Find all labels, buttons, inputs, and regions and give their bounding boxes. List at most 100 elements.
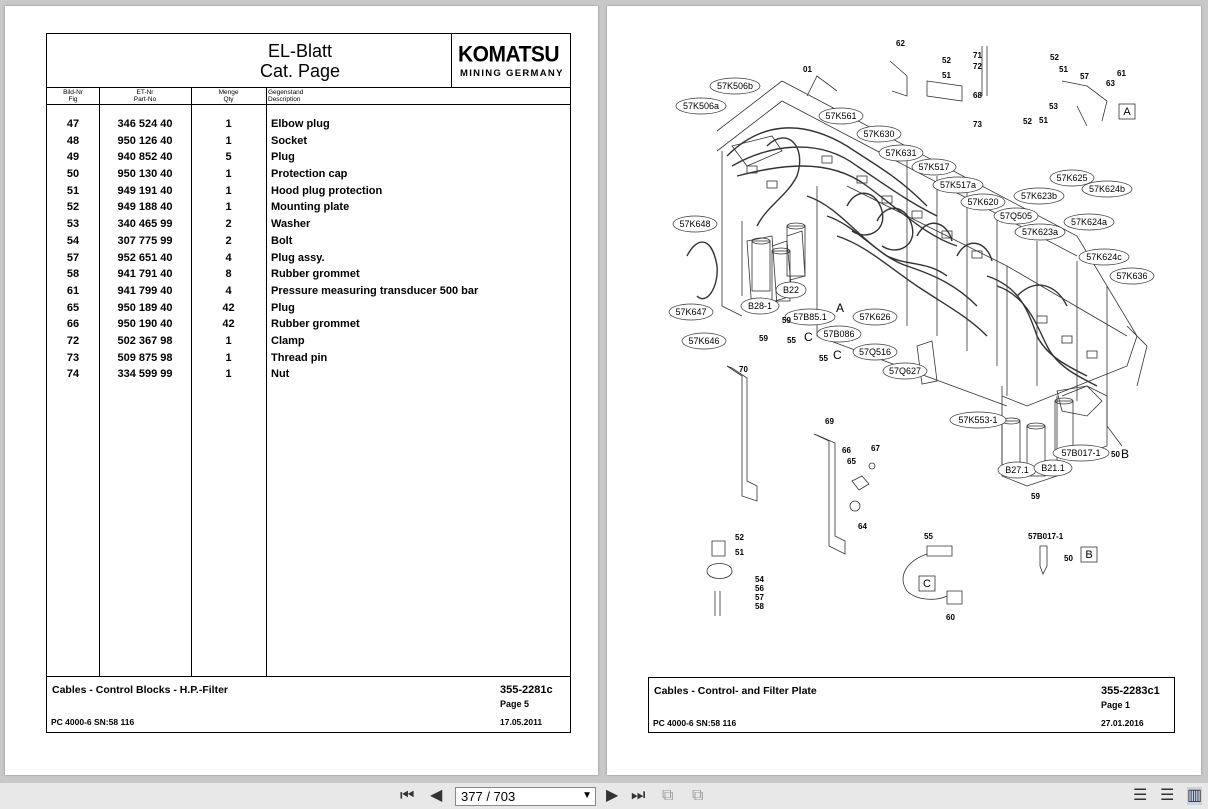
description-cell: Socket (271, 134, 308, 147)
callout-label: 57Q516 (859, 347, 891, 357)
previous-page-icon[interactable]: ◀ (430, 787, 443, 804)
view-label: B (1121, 447, 1129, 461)
qty-cell: 2 (225, 218, 232, 231)
item-number: 68 (973, 91, 982, 100)
fig-cell: 61 (66, 284, 80, 297)
callout-label: 57K625 (1056, 173, 1087, 183)
part-no-cell: 950 126 40 (117, 134, 173, 147)
part-no-cell: 940 852 40 (117, 151, 173, 164)
sheet-footer: Cables - Control- and Filter Plate 355-2… (648, 677, 1175, 733)
callout-label: 57K517a (940, 180, 976, 190)
footer-model: PC 4000-6 SN:58 116 (51, 717, 135, 727)
description-cell: Plug (271, 301, 295, 314)
item-number: 70 (739, 365, 748, 374)
item-number: 52 (1023, 117, 1032, 126)
qty-cell: 42 (222, 318, 235, 331)
part-no-cell: 950 130 40 (117, 168, 173, 181)
item-number: 73 (973, 120, 982, 129)
single-page-icon[interactable]: ☰ (1133, 787, 1148, 804)
part-no-cell: 307 775 99 (117, 234, 173, 247)
first-page-icon[interactable]: ⏮ (400, 787, 415, 804)
sheet-header: EL-Blatt Cat. Page KOMATSU MINING GERMAN… (47, 34, 570, 88)
part-no-cell: 949 191 40 (117, 184, 173, 197)
callout-label: 57K624b (1089, 184, 1125, 194)
description-cell: Pressure measuring transducer 500 bar (271, 284, 479, 297)
qty-cell: 1 (225, 118, 232, 130)
fig-cell: 47 (66, 118, 80, 130)
item-number: 65 (847, 457, 856, 466)
last-page-icon[interactable]: ⏭ (631, 787, 646, 804)
fig-cell: 66 (66, 318, 80, 331)
footer-code: 355-2281c (500, 684, 553, 696)
callout-label: B28-1 (748, 301, 772, 311)
next-page-icon[interactable]: ▶ (606, 787, 619, 804)
callout-label: 57K631 (885, 148, 916, 158)
description-cell: Rubber grommet (271, 268, 360, 281)
item-number: 50 (1064, 554, 1073, 563)
chevron-down-icon[interactable]: ▼ (582, 790, 592, 801)
item-number: 54 (755, 575, 764, 584)
qty-cell: 5 (225, 151, 232, 164)
view-label: C (833, 348, 842, 362)
continuous-page-icon[interactable]: ☰ (1160, 787, 1175, 804)
item-number: 66 (842, 446, 851, 455)
view-label: A (1123, 106, 1131, 118)
machine-drawing (686, 46, 1148, 616)
item-number: 71 (973, 51, 982, 60)
logo-sub-text: MINING GERMANY (460, 68, 564, 79)
callout-label: B21.1 (1041, 463, 1065, 473)
item-number: 61 (1117, 69, 1126, 78)
two-page-icon[interactable]: ▥ (1187, 787, 1203, 805)
item-number: 55 (787, 336, 796, 345)
description-cell: Elbow plug (271, 118, 330, 130)
item-number: 62 (896, 39, 905, 48)
callout-label: 57B85.1 (793, 312, 827, 322)
callout-label: 57K623b (1021, 191, 1057, 201)
callout-label: B22 (783, 285, 799, 295)
column-divider (266, 88, 267, 676)
title-line-2: Cat. Page (259, 61, 341, 81)
description-cell: Plug (271, 151, 295, 164)
fig-cell: 54 (66, 234, 80, 247)
footer-code: 355-2283c1 (1101, 685, 1160, 697)
qty-cell: 1 (225, 184, 232, 197)
parts-diagram: 57K506b57K506a57K56157K63057K63157K51757… (668, 39, 1155, 622)
callout-label: 57K623a (1022, 227, 1058, 237)
view-label: C (923, 578, 931, 590)
item-number: 59 (1031, 492, 1040, 501)
description-cell: Hood plug protection (271, 184, 383, 197)
fig-cell: 49 (66, 151, 80, 164)
part-no-cell: 952 651 40 (117, 251, 173, 264)
page-indicator: 377 / 703 (461, 789, 516, 804)
footer-date: 27.01.2016 (1101, 718, 1144, 728)
next-view-icon[interactable]: ⧉ (692, 787, 704, 804)
footer-date: 17.05.2011 (500, 717, 543, 727)
item-number: 69 (825, 417, 834, 426)
item-number: 53 (1049, 102, 1058, 111)
qty-cell: 2 (225, 234, 232, 247)
fig-cell: 72 (66, 334, 80, 347)
fig-cell: 74 (66, 368, 80, 381)
fig-cell: 50 (66, 168, 80, 181)
description-cell: Nut (271, 368, 290, 381)
view-label: A (836, 301, 844, 315)
item-number: 52 (942, 56, 951, 65)
fig-cell: 65 (66, 301, 80, 314)
previous-view-icon[interactable]: ⧉ (662, 787, 674, 804)
callout-label: 57K517 (918, 162, 949, 172)
item-number: 72 (973, 62, 982, 71)
qty-cell: 1 (225, 201, 232, 214)
footer-page: Page 5 (500, 699, 530, 709)
footer-page: Page 1 (1101, 700, 1131, 710)
page-number-field[interactable]: 377 / 703 ▼ (455, 787, 596, 806)
description-cell: Plug assy. (271, 251, 325, 264)
